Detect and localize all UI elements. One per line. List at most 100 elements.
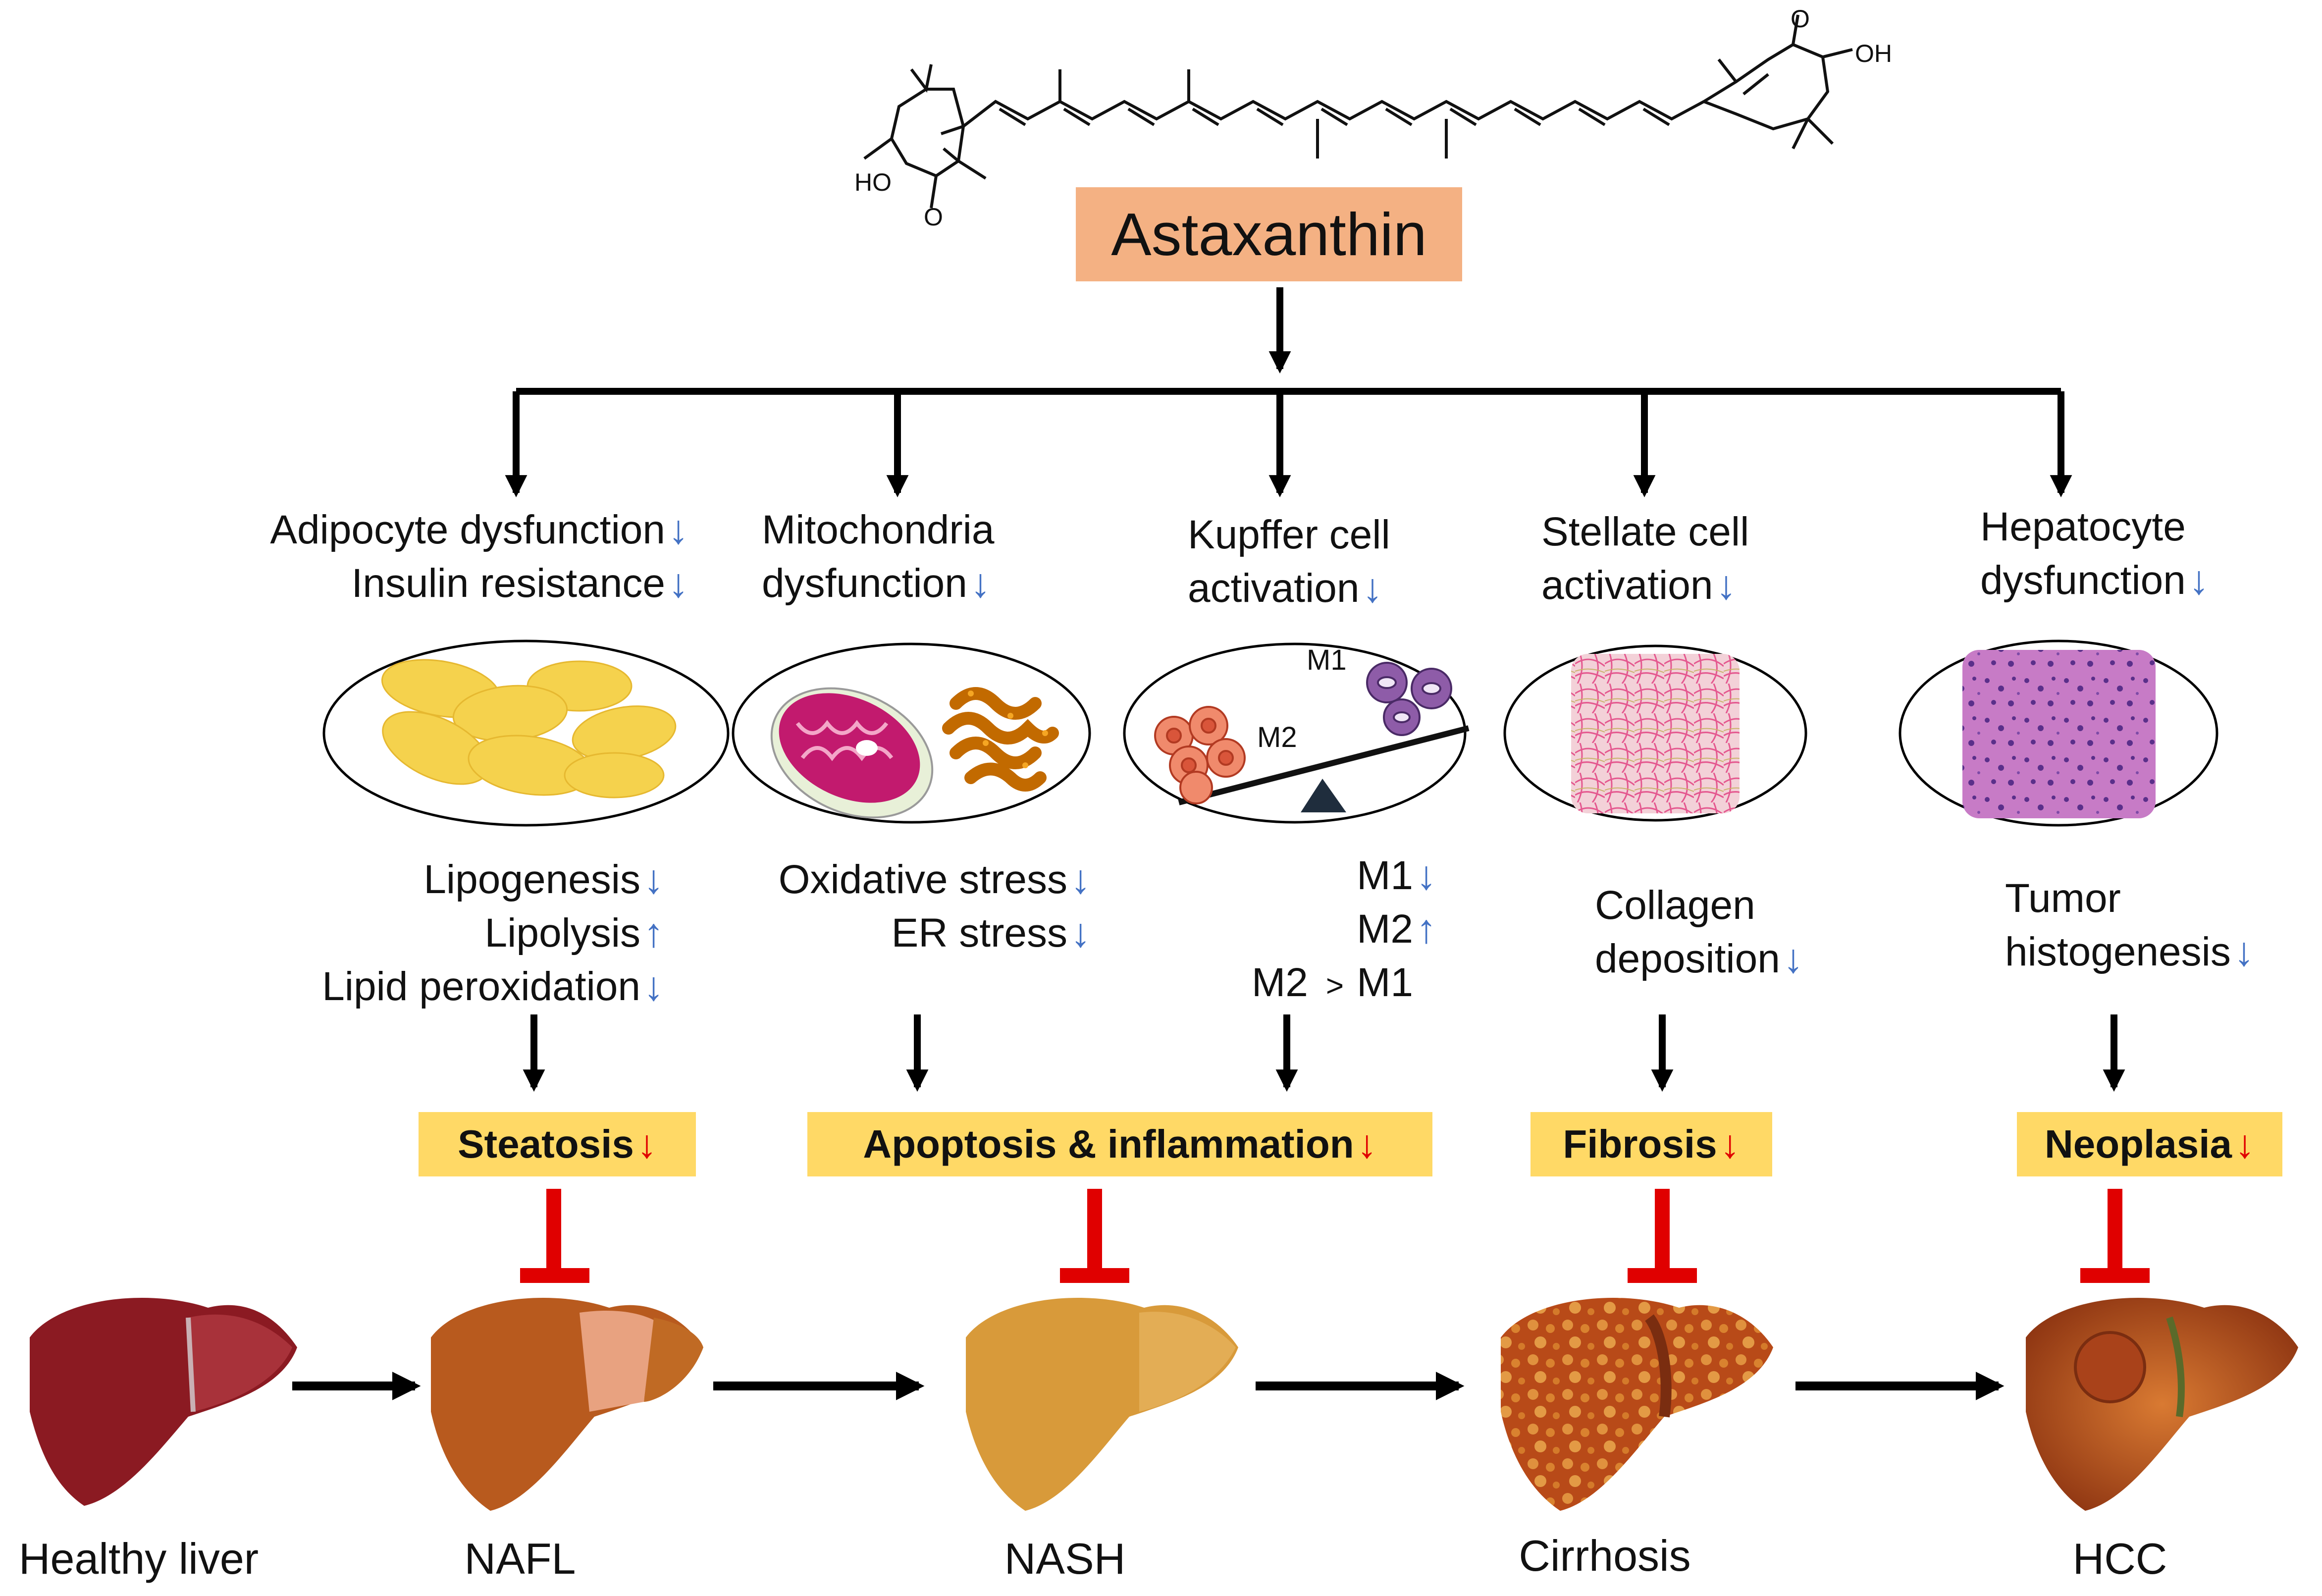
mechanism-kupffer-line-1: Kupffer cell — [1188, 512, 1390, 557]
er-image — [942, 687, 1059, 792]
fibrosis-histology — [1571, 654, 1740, 813]
balance-fulcrum — [1301, 779, 1346, 812]
ratio-right: M1 — [1357, 960, 1413, 1005]
decrease-arrow-red: ↓ — [1357, 1122, 1377, 1166]
decrease-arrow: ↓ — [970, 561, 991, 606]
mitochondrion-image — [770, 687, 934, 819]
stage-nash: NASH — [1004, 1534, 1126, 1583]
effect-histogenesis: histogenesis — [2005, 929, 2231, 974]
kupffer-panel — [1123, 642, 1470, 824]
m1-cell-label: M1 — [1307, 644, 1347, 676]
outcome-arrows — [523, 1014, 2125, 1092]
er-image-dots — [968, 691, 1048, 768]
effect-m1: M1 — [1357, 853, 1413, 898]
mechanism-kupffer-line-2: activation — [1188, 566, 1360, 611]
tumor-histology — [1962, 650, 2156, 818]
nafl-liver-image — [431, 1298, 703, 1511]
effect-tumor: Tumor — [2005, 876, 2121, 921]
adipocyte-cells — [381, 659, 677, 798]
effect-lipolysis: Lipolysis — [484, 910, 640, 956]
mechanism-adipocyte-line-1: Adipocyte dysfunction — [270, 507, 665, 552]
effect-collagen: Collagen — [1595, 883, 1755, 928]
effects-stellate: Collagen deposition↓ — [1595, 879, 1852, 986]
molecule-oh-right: OH — [1855, 40, 1892, 67]
healthy-liver-image — [30, 1298, 297, 1506]
mechanism-stellate-line-2: activation — [1541, 563, 1713, 608]
effect-m2-over-m1: M2>M1↓ — [1189, 956, 1436, 1013]
decrease-arrow: ↓ — [1070, 910, 1091, 956]
effects-kupffer: M1↓ M2↑ M2>M1↓ — [1189, 849, 1436, 1013]
decrease-arrow: ↓ — [1716, 563, 1737, 608]
mechanism-mitochondria-line-1: Mitochondria — [762, 507, 995, 552]
decrease-arrow: ↓ — [668, 561, 688, 606]
hcc-liver-image — [2026, 1298, 2298, 1511]
mitochondria-panel — [732, 642, 1091, 824]
molecule-o-left: O — [924, 203, 943, 231]
molecule-ho-left: HO — [854, 168, 892, 196]
stage-cirrhosis: Cirrhosis — [1519, 1531, 1691, 1580]
effects-hepatocyte: Tumor histogenesis↓ — [2005, 872, 2282, 979]
outcome-fibrosis: Fibrosis↓ — [1530, 1112, 1772, 1176]
outcome-apoptosis-inflammation: Apoptosis & inflammation↓ — [807, 1112, 1432, 1176]
ratio-operator: > — [1325, 969, 1344, 1003]
outcome-neoplasia-label: Neoplasia — [2045, 1122, 2232, 1166]
decrease-arrow: ↓ — [2188, 558, 2209, 603]
decrease-arrow-red: ↓ — [636, 1122, 657, 1166]
m2-macrophages — [1154, 706, 1246, 804]
effect-lipogenesis: Lipogenesis — [423, 857, 640, 902]
mechanism-stellate: Stellate cell activation↓ — [1541, 505, 1799, 612]
decrease-arrow: ↓ — [643, 857, 664, 902]
decrease-arrow: ↓ — [643, 964, 664, 1009]
astaxanthin-title: Astaxanthin — [1111, 201, 1427, 268]
decrease-arrow: ↓ — [1070, 857, 1091, 902]
decrease-arrow: ↓ — [1416, 853, 1436, 898]
effects-mitochondria: Oxidative stress↓ ER stress↓ — [713, 853, 1091, 960]
stellate-panel — [1503, 644, 1807, 822]
mechanism-adipocyte: Adipocyte dysfunction↓ Insulin resistanc… — [188, 503, 688, 610]
effects-adipocyte: Lipogenesis↓ Lipolysis↑ Lipid peroxidati… — [267, 853, 664, 1013]
stage-hcc: HCC — [2072, 1534, 2167, 1583]
mechanism-stellate-line-1: Stellate cell — [1541, 509, 1749, 554]
decrease-arrow: ↓ — [1783, 936, 1803, 981]
effect-lipid-peroxidation: Lipid peroxidation — [322, 964, 640, 1009]
effect-oxidative-stress: Oxidative stress — [778, 857, 1067, 902]
astaxanthin-structure — [863, 14, 1853, 209]
outcome-neoplasia: Neoplasia↓ — [2017, 1112, 2282, 1176]
effect-m2: M2 — [1357, 906, 1413, 952]
mechanism-adipocyte-line-2: Insulin resistance — [351, 561, 665, 606]
m2-cell-label: M2 — [1257, 721, 1297, 753]
effect-er-stress: ER stress — [891, 910, 1067, 956]
hepatocyte-panel — [1899, 639, 2218, 827]
nash-liver-image — [966, 1298, 1238, 1511]
cirrhosis-liver-image — [1501, 1298, 1773, 1511]
outcome-steatosis: Steatosis↓ — [419, 1112, 696, 1176]
mechanism-mitochondria: Mitochondria dysfunction↓ — [762, 503, 1059, 610]
stage-nafl: NAFL — [464, 1534, 576, 1583]
molecule-o-right: O — [1791, 5, 1810, 33]
decrease-arrow: ↓ — [668, 507, 688, 552]
decrease-arrow: ↓ — [1362, 566, 1383, 611]
effect-deposition: deposition — [1595, 936, 1780, 981]
branch-arrows — [505, 287, 2072, 497]
increase-arrow: ↑ — [1416, 906, 1436, 952]
mechanism-mitochondria-line-2: dysfunction — [762, 561, 967, 606]
mechanism-hepatocyte: Hepatocyte dysfunction↓ — [1980, 500, 2258, 607]
mechanism-hepatocyte-line-2: dysfunction — [1980, 558, 2186, 603]
decrease-arrow: ↓ — [2233, 929, 2254, 974]
astaxanthin-title-box: Astaxanthin — [1076, 187, 1462, 281]
outcome-steatosis-label: Steatosis — [458, 1122, 634, 1166]
outcome-apoptosis-label: Apoptosis & inflammation — [863, 1122, 1354, 1166]
mechanism-kupffer: Kupffer cell activation↓ — [1188, 508, 1445, 615]
ratio-left: M2 — [1251, 960, 1308, 1005]
decrease-arrow-red: ↓ — [2234, 1122, 2255, 1166]
inhibition-symbols — [520, 1189, 2150, 1283]
increase-arrow: ↑ — [643, 910, 664, 956]
balance-beam — [1178, 725, 1470, 805]
decrease-arrow-red: ↓ — [1720, 1122, 1740, 1166]
stage-healthy-liver: Healthy liver — [18, 1534, 259, 1583]
adipocyte-panel — [322, 639, 730, 827]
m1-macrophages — [1366, 662, 1452, 736]
outcome-fibrosis-label: Fibrosis — [1563, 1122, 1717, 1166]
mechanism-hepatocyte-line-1: Hepatocyte — [1980, 504, 2186, 549]
